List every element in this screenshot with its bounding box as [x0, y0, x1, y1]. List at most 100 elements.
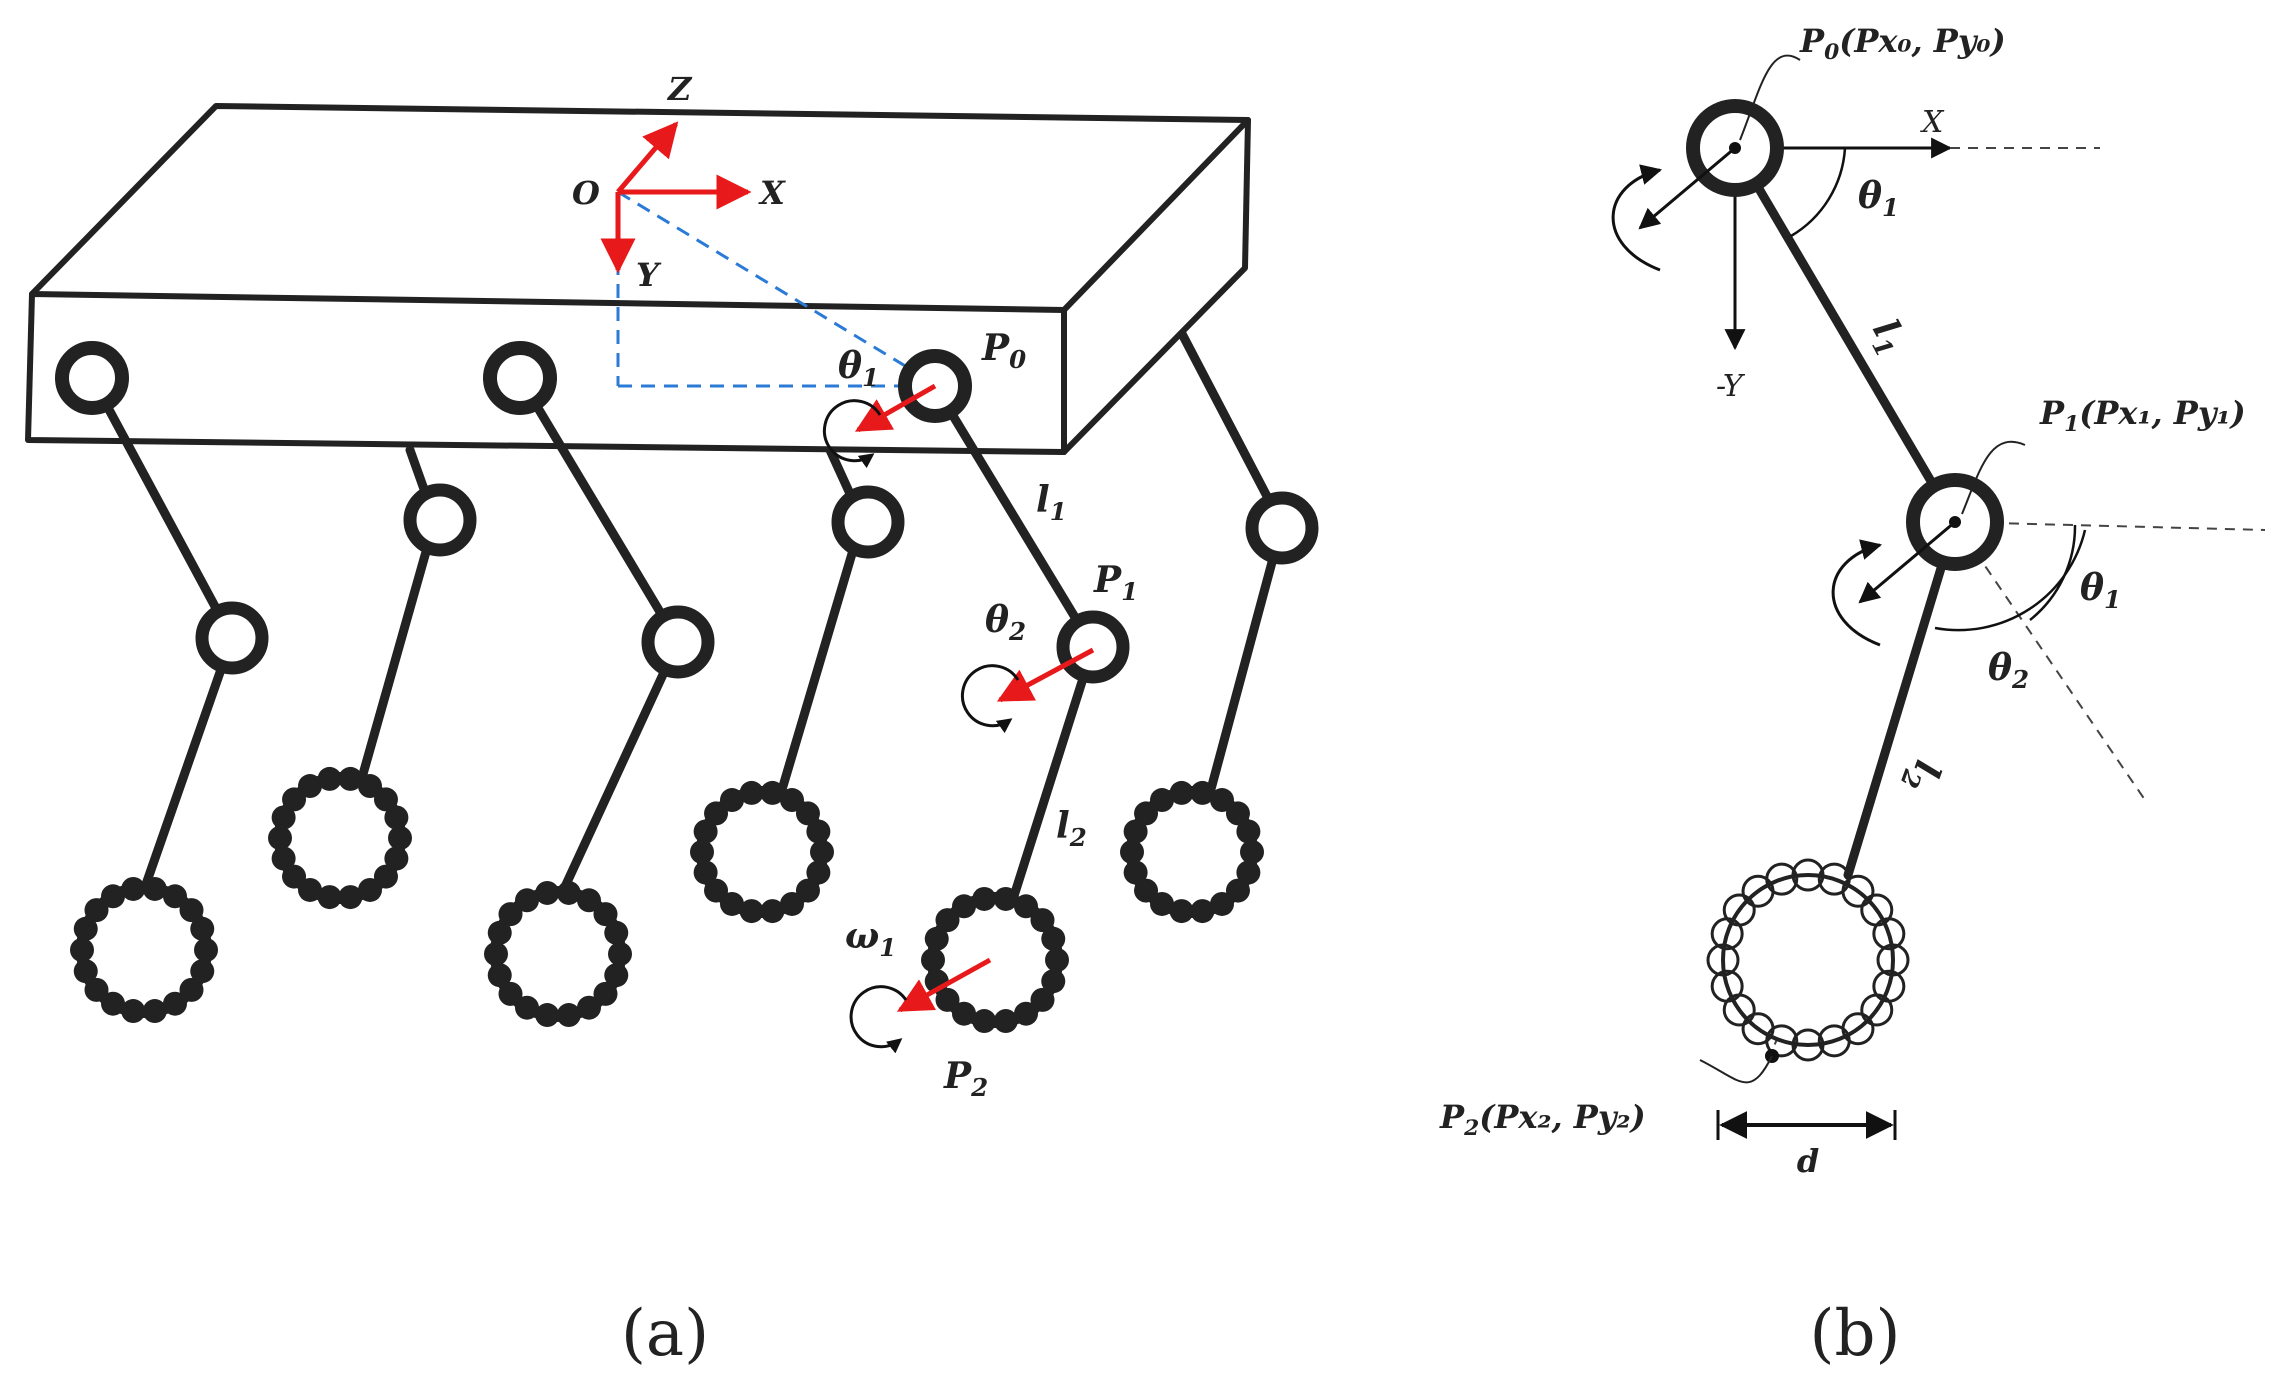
- wheels: [70, 766, 1264, 1034]
- wheel-back-2-bead: [704, 878, 729, 903]
- wheel-back-1-bead: [298, 877, 322, 902]
- z-axis-arrow: [616, 121, 679, 194]
- wheel-back-2-bead: [780, 891, 804, 916]
- wheel-front-3-bead: [1014, 1001, 1038, 1026]
- wheel-front-1-bead: [179, 898, 204, 923]
- front-leg-2-upper: [515, 373, 683, 647]
- l1-label-b: l1: [1860, 313, 1916, 362]
- wheel-front-3-bead: [993, 886, 1018, 911]
- wheel-b-ring-bead: [1872, 917, 1906, 951]
- wheel-front-1-bead: [163, 884, 187, 909]
- wheel-back-1-bead: [268, 826, 292, 850]
- wheel-front-3-bead: [921, 948, 945, 972]
- wheel-front-2-bead: [593, 981, 618, 1006]
- wheel-front-1-bead: [190, 916, 215, 941]
- origin-label: O: [572, 174, 600, 212]
- wheel-front-2-bead: [487, 963, 512, 988]
- wheel-back-2-bead: [720, 891, 744, 916]
- theta2-arc: [1934, 529, 2087, 632]
- wheel-b-ring-bead: [1791, 858, 1825, 892]
- back-leg-2-lower: [765, 515, 867, 835]
- front-leg-1-upper: [87, 373, 237, 643]
- wheel-front-3-bead: [1030, 908, 1055, 933]
- wheel-back-2-bead: [780, 788, 804, 813]
- wheel-back-3-bead: [1123, 860, 1148, 885]
- wheel-front-3-bead: [935, 987, 960, 1012]
- panel-a-labels: θ1 P0 l1 P1 θ2 l2 ω1 P2: [838, 327, 1138, 1102]
- wheel-back-2-bead: [760, 899, 785, 924]
- wheel-back-3-bead: [1190, 899, 1215, 924]
- panel-b-angle-arcs: [1790, 147, 2087, 632]
- wheel-back-1-bead: [388, 826, 412, 850]
- wheel-front-3-bead: [972, 886, 997, 911]
- wheel-back-2-bead: [693, 860, 718, 885]
- wheel-front-1-bead: [84, 898, 109, 923]
- wheel-front-2-bead: [593, 902, 618, 927]
- wheel-b: [1706, 858, 1910, 1062]
- link-l2-b: [1843, 517, 1960, 880]
- wheel-back-2-bead: [810, 840, 834, 864]
- p1-rotation-axis-b: [1858, 520, 1956, 604]
- wheel-back-1-bead: [358, 774, 382, 799]
- wheel-front-1-bead: [70, 938, 94, 962]
- wheel-back-3-bead: [1240, 840, 1264, 864]
- leader-p2: [1699, 1055, 1773, 1084]
- wheel-front-1-bead: [190, 959, 215, 984]
- coordinate-axes: O X Z Y: [572, 70, 786, 294]
- wheel-back-1-bead: [271, 846, 296, 871]
- leader-p1: [1961, 440, 2026, 515]
- wheel-back-1-bead: [298, 774, 322, 799]
- link-l1-b: [1730, 143, 1960, 527]
- wheel-front-3: [921, 886, 1069, 1034]
- wheel-back-3-bead: [1236, 819, 1261, 844]
- knee-joint-back-2: [831, 485, 905, 559]
- wheel-front-1-bead: [142, 999, 167, 1024]
- wheel-b-ring-bead: [1791, 1028, 1825, 1062]
- wheel-front-3-bead: [952, 1001, 976, 1026]
- wheel-front-2-bead: [556, 1003, 581, 1028]
- wheel-front-3-bead: [935, 908, 960, 933]
- knee-joints: [195, 483, 1319, 684]
- wheel-front-1-bead: [84, 977, 109, 1002]
- wheel-front-1-bead: [194, 938, 218, 962]
- z-axis-label: Z: [666, 70, 693, 108]
- theta1-arc-mid: [2029, 524, 2077, 621]
- wheel-back-3-bead: [1134, 801, 1159, 826]
- wheel-back-3-bead: [1225, 878, 1250, 903]
- panel-b: X -Y: [1439, 22, 2266, 1371]
- wheel-back-3-bead: [1190, 780, 1215, 805]
- wheel-back-1-bead: [373, 787, 398, 812]
- wheel-back-2-bead: [806, 860, 831, 885]
- wheel-back-2-bead: [690, 840, 714, 864]
- wheel-back-1-bead: [338, 766, 363, 791]
- theta1-arc-top: [1790, 147, 1847, 238]
- hip-joint-1: [55, 341, 129, 415]
- knee-joint-back-1: [403, 483, 477, 557]
- wheel-b-ring: [1706, 858, 1910, 1062]
- wheel-back-2-bead: [693, 819, 718, 844]
- knee-joint-1: [195, 601, 269, 675]
- wheel-b-ring-bead: [1817, 1024, 1851, 1058]
- wheel-back-3-bead: [1169, 780, 1194, 805]
- front-leg-3-upper: [930, 381, 1098, 652]
- back-leg-1-lower: [345, 515, 440, 825]
- theta1-label-b-mid: θ1: [2080, 567, 2121, 614]
- wheel-back-1-bead: [338, 885, 363, 910]
- leader-p0: [1739, 54, 1801, 141]
- wheel-front-1-bead: [73, 959, 98, 984]
- wheel-back-2-bead: [739, 899, 764, 924]
- wheel-front-1-bead: [121, 999, 146, 1024]
- rotation-indicators: [822, 383, 1095, 1054]
- wheel-back-3-bead: [1210, 788, 1234, 813]
- theta2-label-b: θ2: [1988, 647, 2029, 694]
- hip-rotation-axis-arrow: [854, 383, 937, 433]
- front-leg-3-lower: [995, 642, 1098, 945]
- wheel-front-3-bead: [972, 1009, 997, 1034]
- wheel-b-ring-bead: [1722, 893, 1756, 927]
- panel-b-rotation-indicators: [1611, 146, 1956, 647]
- p0-label-a: P0: [981, 327, 1026, 374]
- body-side-face: [1061, 117, 1251, 455]
- wheel-back-2-bead: [760, 780, 785, 805]
- wheel-back-3-bead: [1225, 801, 1250, 826]
- wheel-back-3-bead: [1134, 878, 1159, 903]
